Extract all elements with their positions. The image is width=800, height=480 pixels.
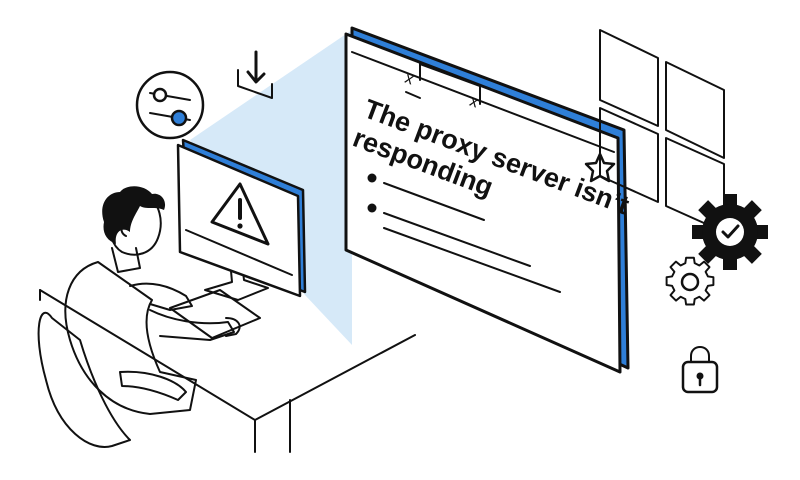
gear-icon [665,256,715,306]
sliders-icon [135,70,205,140]
list-item-line [383,182,485,221]
gear-check-icon [692,194,768,270]
warning-icon [210,182,270,246]
desk [39,289,416,453]
list-item-bullet [367,173,377,183]
list-item-line [383,227,561,293]
popup-bullet-list [367,173,561,293]
popup-window [344,26,630,374]
list-item-line [383,212,531,267]
keyboard [169,289,261,339]
person [37,186,241,448]
download-icon [237,50,273,99]
list-item-bullet [367,203,377,213]
lock-icon [681,346,719,394]
